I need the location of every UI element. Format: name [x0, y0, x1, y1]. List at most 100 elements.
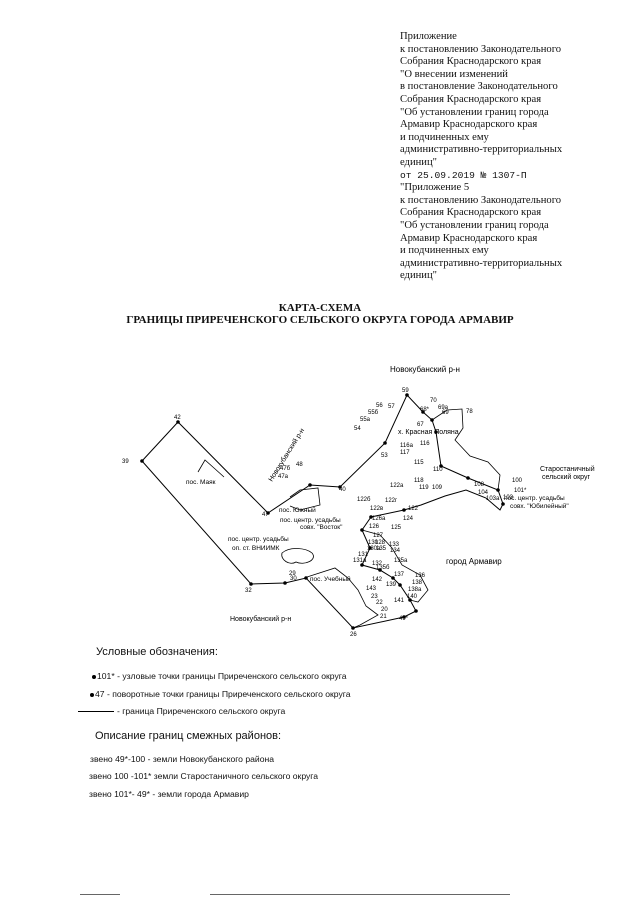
- point-label: 134: [390, 548, 401, 554]
- legend-item-node: 101* - узловые точки границы Приреченско…: [92, 671, 347, 681]
- point-label: 141: [394, 598, 405, 604]
- label-novokubansky-top: Новокубанский р-н: [390, 365, 460, 374]
- point-label: 39: [122, 459, 129, 465]
- map-title: КАРТА-СХЕМА ГРАНИЦЫ ПРИРЕЧЕНСКОГО СЕЛЬСК…: [0, 302, 640, 326]
- turn-dot-icon: [90, 692, 94, 697]
- boundary-map: 59 70 69 69а 78 56 57 55б 55а 54 67 68* …: [122, 365, 595, 638]
- point-label: 47б: [280, 466, 291, 472]
- point-label: 142: [372, 577, 383, 583]
- point-label: 119: [419, 485, 429, 491]
- legend-node-text: - узловые точки границы Приреченского се…: [114, 671, 347, 681]
- node-point: [249, 582, 253, 586]
- node-point: [338, 485, 342, 489]
- mayak-outline: [197, 459, 225, 478]
- point-label: 109: [432, 485, 443, 491]
- point-label: 116: [420, 441, 430, 447]
- point-label: 122: [408, 506, 419, 512]
- label-vniimk-2: оп. ст. ВНИИМК: [232, 545, 280, 552]
- node-point: [369, 515, 373, 519]
- point-label: 140: [407, 594, 418, 600]
- point-label: 118: [414, 478, 424, 484]
- appendix-line: Приложение: [400, 31, 457, 42]
- point-label: 69: [442, 410, 449, 416]
- appendix-line: административно-территориальных: [400, 257, 563, 269]
- point-label: 22: [376, 600, 383, 606]
- appendix-line: "Об установлении границ города: [400, 219, 549, 231]
- point-label: 67: [417, 422, 424, 428]
- point-label: 21: [380, 614, 387, 620]
- vniimk-outline: [281, 548, 314, 564]
- point-label: 40: [339, 487, 346, 493]
- node-point: [408, 598, 412, 602]
- point-label: 69а: [438, 405, 449, 411]
- point-label: 130: [368, 540, 379, 546]
- point-label: 143: [366, 586, 377, 592]
- point-label: 122б: [357, 497, 371, 503]
- uchebny-outline: [306, 567, 379, 629]
- appendix-line: в постановление Законодательного: [400, 81, 558, 93]
- node-point: [402, 508, 406, 512]
- map-title-line1: КАРТА-СХЕМА: [278, 302, 362, 314]
- point-label: 20: [381, 607, 388, 613]
- node-point: [402, 615, 406, 619]
- point-label: 124: [403, 516, 414, 522]
- point-label: 122г: [385, 498, 398, 504]
- point-label: 68*: [420, 407, 430, 413]
- appendix-line: "Приложение 5: [400, 182, 470, 194]
- point-label: 128: [375, 540, 386, 546]
- point-label: 42: [174, 415, 181, 421]
- node-point: [368, 546, 372, 550]
- point-label: 138: [412, 580, 423, 586]
- appendix-line: к постановлению Законодательного: [400, 43, 562, 55]
- point-labels: 59 70 69 69а 78 56 57 55б 55а 54 67 68* …: [122, 388, 527, 638]
- point-label: 122а: [390, 483, 404, 489]
- node-point: [351, 626, 355, 630]
- appendix-line: "О внесении изменений: [400, 68, 508, 80]
- appendix-line: "Об установлении границ города: [400, 106, 549, 118]
- point-label: 130а: [367, 546, 381, 552]
- point-label: 135: [376, 546, 387, 552]
- boundary-line-icon: [78, 711, 114, 713]
- boundary-points: [140, 393, 505, 630]
- node-point: [360, 563, 364, 567]
- description-line-3: звено 101*- 49* - земли города Армавир: [89, 789, 249, 799]
- appendix-line: Собрания Краснодарского края: [400, 56, 542, 68]
- node-point: [391, 576, 395, 580]
- node-dot-icon: [92, 674, 96, 679]
- appendix-line: Армавир Краснодарского края: [400, 119, 538, 131]
- node-point: [496, 488, 500, 492]
- point-label: 53: [381, 453, 388, 459]
- legend-node-num: 101*: [97, 671, 115, 681]
- appendix-line: единиц": [400, 270, 437, 282]
- label-uchebny: пос. Учебный: [310, 575, 351, 583]
- point-label: 26: [350, 632, 357, 638]
- node-point: [398, 583, 402, 587]
- node-point: [266, 511, 270, 515]
- krasnaya-polyana-outline: [431, 408, 501, 491]
- point-label: 138а: [408, 587, 422, 593]
- point-label: 131: [358, 552, 369, 558]
- point-label: 55а: [360, 417, 371, 423]
- label-vniimk-1: пос. центр. усадьбы: [228, 535, 289, 543]
- point-label: 122в: [370, 506, 383, 512]
- node-point: [466, 476, 470, 480]
- appendix-line: единиц": [400, 156, 437, 168]
- node-point: [140, 459, 144, 463]
- legend-item-turn: 47 - поворотные точки границы Приреченск…: [90, 689, 351, 699]
- point-label: 32: [245, 588, 252, 594]
- label-armavir: город Армавир: [446, 557, 502, 566]
- point-label: 54: [354, 426, 361, 432]
- node-point: [308, 483, 312, 487]
- appendix-line: к постановлению Законодательного: [400, 194, 562, 206]
- appendix-line: административно-территориальных: [400, 144, 563, 156]
- armavir-boundary-inner: [361, 529, 429, 603]
- node-point: [414, 609, 418, 613]
- map-title-line2: ГРАНИЦЫ ПРИРЕЧЕНСКОГО СЕЛЬСКОГО ОКРУГА Г…: [126, 314, 514, 326]
- node-point: [360, 528, 364, 532]
- appendix-line: Собрания Краснодарского края: [400, 207, 542, 219]
- node-point: [430, 418, 434, 422]
- label-vostok-2: совх. "Восток": [300, 524, 343, 531]
- node-point: [304, 576, 308, 580]
- point-label: 101*: [514, 488, 527, 494]
- point-label: 110: [433, 467, 443, 473]
